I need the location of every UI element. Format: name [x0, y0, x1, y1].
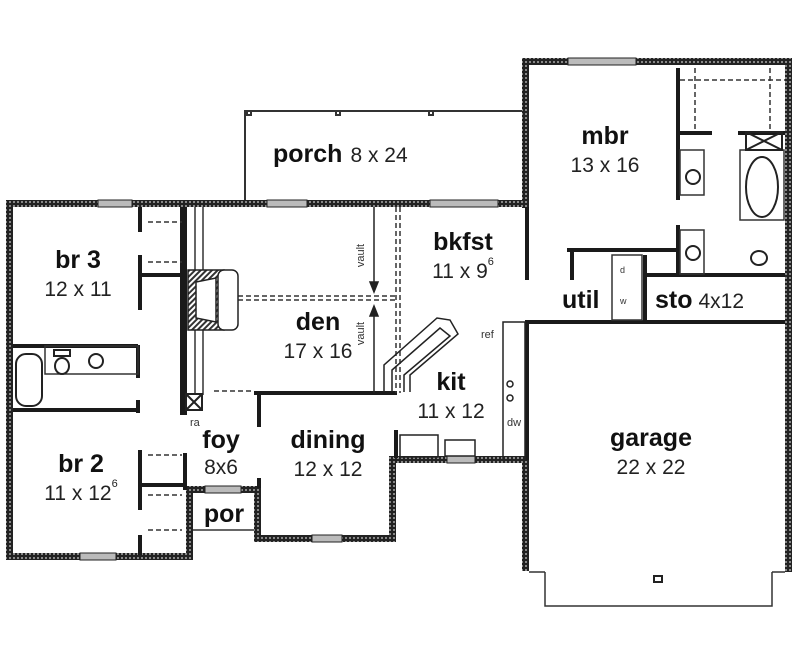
room-dining: dining 12 x 12: [278, 426, 378, 481]
room-por: por: [196, 502, 252, 527]
room-name: br 3: [55, 246, 101, 274]
ra-label: ra: [190, 417, 200, 429]
room-name: util: [562, 286, 600, 314]
room-bkfst: bkfst 11 x 96: [418, 228, 508, 283]
room-name: garage: [610, 424, 692, 452]
room-dimensions: 12 x 12: [293, 458, 363, 481]
room-dimensions: 8 x 24: [350, 144, 408, 167]
washer-label: w: [620, 296, 627, 306]
fixtures: [15, 131, 783, 583]
room-foy: foy 8x6: [196, 426, 246, 479]
room-dimensions: 11 x 96: [432, 256, 494, 283]
kitchen-island: [383, 317, 459, 392]
room-dimensions: 22 x 22: [616, 456, 686, 479]
dw-label: dw: [507, 417, 522, 429]
vault-arrows: [368, 207, 380, 393]
room-dimensions: 11 x 12: [417, 400, 485, 423]
room-name: bkfst: [433, 228, 493, 256]
ref-label: ref: [481, 329, 494, 341]
room-name: por: [203, 500, 245, 528]
room-den: den 17 x 16: [278, 308, 358, 363]
kitchen-counters: [399, 321, 526, 461]
room-util: util: [562, 288, 600, 313]
room-br2: br 2 11 x 126: [26, 450, 136, 505]
vault-label-bottom: vault: [355, 321, 368, 346]
room-name: sto: [655, 286, 693, 314]
room-name: br 2: [58, 450, 104, 478]
room-porch: porch 8 x 24: [273, 142, 408, 167]
room-dimensions: 17 x 16: [283, 340, 353, 363]
room-name: dining: [290, 426, 366, 454]
room-name: den: [295, 308, 341, 336]
room-br3: br 3 12 x 11: [28, 246, 128, 301]
fireplace: [187, 269, 239, 331]
room-garage: garage 22 x 22: [596, 424, 706, 479]
room-name: porch: [273, 140, 343, 168]
room-name: foy: [202, 426, 240, 454]
windows: [79, 57, 637, 561]
vault-label-top: vault: [355, 243, 368, 268]
room-mbr: mbr 13 x 16: [560, 122, 650, 177]
room-dimensions: 11 x 126: [44, 478, 118, 505]
room-dimensions: 8x6: [204, 456, 238, 479]
room-dimensions: 4x12: [698, 290, 745, 313]
room-name: mbr: [581, 122, 629, 150]
room-name: kit: [436, 368, 466, 396]
dashed-lines: [148, 68, 785, 531]
room-dimensions: 13 x 16: [570, 154, 640, 177]
room-dimensions: 12 x 11: [44, 278, 112, 301]
porch-outline: [244, 110, 522, 202]
dryer-label: d: [620, 265, 626, 275]
room-kit: kit 11 x 12: [406, 368, 496, 423]
